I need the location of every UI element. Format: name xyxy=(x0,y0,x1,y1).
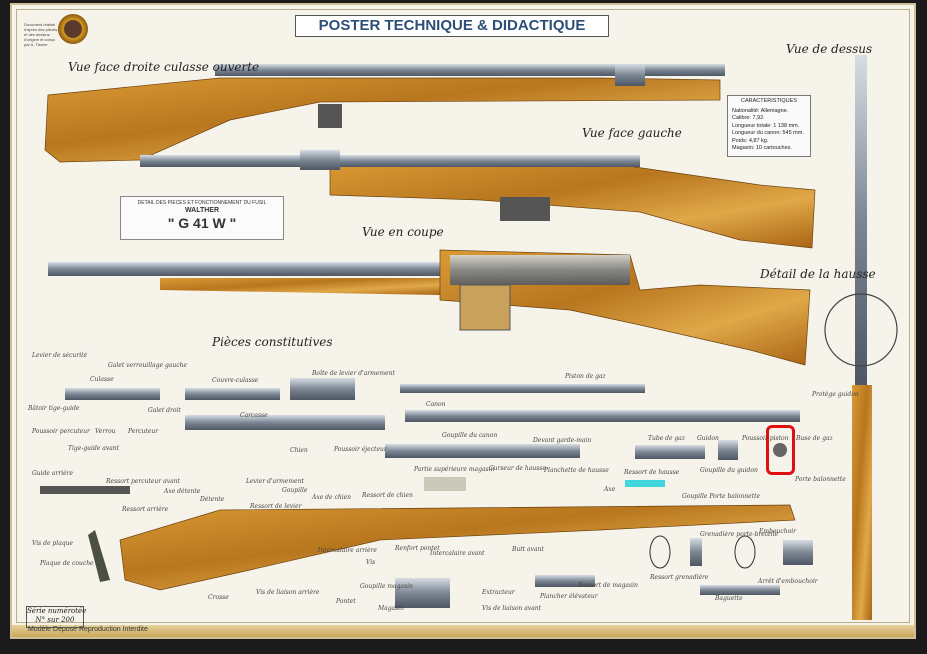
series-line1: Série numérotée xyxy=(27,607,87,615)
part-label: Levier d'armement xyxy=(246,478,304,485)
part-label: Détente xyxy=(200,496,225,503)
part-label: Goupille du guidon xyxy=(700,467,758,474)
part-label: Poussoir éjecteur xyxy=(334,446,387,453)
part-label: Protège guidon xyxy=(812,391,859,398)
rifle-left-view xyxy=(140,150,816,249)
characteristic-row: Nationalité: Allemagne. xyxy=(732,107,789,114)
part-label: Buse de gaz xyxy=(796,435,833,442)
part-label: Goupille Porte baïonnette xyxy=(682,493,761,500)
part-label: Axe de chien xyxy=(312,494,352,501)
part-label: Chien xyxy=(290,447,308,454)
part-label: Poussoir percuteur xyxy=(32,428,90,435)
logo-note: Document réalisé d'après des pièces et d… xyxy=(24,22,58,47)
part-label: Plaque de couche xyxy=(40,560,94,567)
part-label: Vis xyxy=(366,559,376,566)
part-label: Culasse xyxy=(90,376,114,383)
part-label: Planchette de hausse xyxy=(544,467,609,474)
part-label: Porte baïonnette xyxy=(795,476,846,483)
detail-caption: DETAIL DES PIECES ET FONCTIONNEMENT DU F… xyxy=(137,200,267,206)
part-label: Embouchoir xyxy=(759,528,797,535)
part-label: Verrou xyxy=(95,428,116,435)
part-label: Vis de liaison arrière xyxy=(256,589,320,596)
part-label: Extracteur xyxy=(482,589,515,596)
part-label: Goupille xyxy=(282,487,308,494)
label-top-view: Vue de dessus xyxy=(786,42,873,56)
footer-text: Modèle Déposé Reproduction Interdite xyxy=(28,626,148,633)
part-label: Galet verrouillage gauche xyxy=(108,362,188,369)
part-label: Goupille du canon xyxy=(442,432,498,439)
footer-band: Modèle Déposé Reproduction Interdite xyxy=(12,625,914,637)
part-label: Tube de gaz xyxy=(648,435,686,442)
characteristic-row: Magasin: 10 cartouches. xyxy=(732,145,792,151)
part-label: Piston de gaz xyxy=(565,373,606,380)
part-label: Ressort de hausse xyxy=(624,469,680,476)
poster-title: POSTER TECHNIQUE & DIDACTIQUE xyxy=(295,15,609,37)
characteristics-box: CARACTERISTIQUES Nationalité: Allemagne.… xyxy=(727,95,811,157)
series-box: Série numérotée N° sur 200 xyxy=(26,606,87,628)
part-label: Couvre-culasse xyxy=(212,377,259,384)
part-label: Boîte de levier d'armement xyxy=(312,370,395,377)
part-label: Poussoir piston xyxy=(742,435,789,442)
rifle-top-view xyxy=(824,55,898,620)
part-label: Canon xyxy=(426,401,446,408)
part-label: Tige-guide avant xyxy=(68,445,120,452)
model-detail-box: DETAIL DES PIECES ET FONCTIONNEMENT DU F… xyxy=(120,196,284,240)
part-label: Renfort pontet xyxy=(395,545,440,552)
poster-border xyxy=(16,9,910,623)
part-label: Magasin xyxy=(378,605,405,612)
series-line2: N° sur 200 xyxy=(35,616,75,624)
characteristic-row: Longueur totale: 1 138 mm. xyxy=(732,122,800,129)
part-label: Axe détente xyxy=(164,488,201,495)
highlighted-part-marker xyxy=(766,425,795,475)
part-label: Butt avant xyxy=(512,546,544,553)
part-label: Crosse xyxy=(208,594,229,601)
part-label: Carcasse xyxy=(240,412,268,419)
characteristic-row: Longueur du canon: 545 mm. xyxy=(732,130,804,136)
part-label: Ressort de magasin xyxy=(578,582,638,589)
publisher-logo xyxy=(58,14,88,44)
parts-illustrations xyxy=(40,378,813,608)
part-label: Ressort arrière xyxy=(122,506,169,513)
part-label: Plancher élévateur xyxy=(540,593,598,600)
label-parts: Pièces constitutives xyxy=(212,335,333,349)
part-label: Baguette xyxy=(715,595,743,602)
part-label: Galet droit xyxy=(148,407,181,414)
label-cut-view: Vue en coupe xyxy=(362,225,444,239)
part-label: Goupille magasin xyxy=(360,583,413,590)
label-right-view: Vue face droite culasse ouverte xyxy=(68,60,260,74)
characteristics-heading: CARACTERISTIQUES xyxy=(741,98,797,104)
detail-model: " G 41 W " xyxy=(167,215,237,231)
rifle-right-view xyxy=(44,64,725,163)
part-label: Arrêt d'embouchoir xyxy=(758,578,818,585)
part-label: Bâtoir tige-guide xyxy=(28,405,80,412)
part-label: Partie supérieure magasin xyxy=(414,466,495,473)
part-label: Levier de sécurité xyxy=(32,352,88,359)
part-label: Vis de liaison avant xyxy=(482,605,542,612)
part-label: Ressort de levier xyxy=(250,503,302,510)
rifle-cutaway-view xyxy=(48,249,811,366)
part-label: Pontet xyxy=(336,598,356,605)
part-label: Ressort de chien xyxy=(362,492,413,499)
part-label: Axe xyxy=(604,486,616,493)
characteristic-row: Poids: 4,87 kg. xyxy=(732,137,769,144)
part-label: Curseur de hausse xyxy=(489,465,546,472)
part-label: Guide arrière xyxy=(32,470,74,477)
part-label: Guidon xyxy=(697,435,719,442)
part-label: Devant garde-main xyxy=(533,437,592,444)
detail-maker: WALTHER xyxy=(184,207,220,214)
label-left-view: Vue face gauche xyxy=(582,126,682,140)
part-label: Vis de plaque xyxy=(32,540,74,547)
part-label: Intercalaire arrière xyxy=(318,547,377,554)
part-label: Ressort grenadière xyxy=(650,574,709,581)
label-sight-detail: Détail de la hausse xyxy=(760,267,876,281)
part-label: Intercalaire avant xyxy=(430,550,485,557)
part-label: Ressort percuteur avant xyxy=(106,478,180,485)
part-label: Grenadière porte-bretelle xyxy=(700,531,779,538)
part-label: Percuteur xyxy=(128,428,159,435)
characteristic-row: Calibre: 7,92. xyxy=(732,115,765,121)
